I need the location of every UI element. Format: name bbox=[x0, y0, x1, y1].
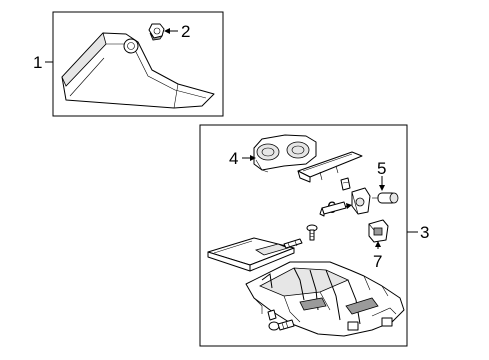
callout-5: 5 bbox=[377, 159, 386, 178]
callout-1: 1 bbox=[33, 53, 42, 72]
trim-strip[interactable] bbox=[297, 151, 363, 183]
retainer-clip[interactable] bbox=[340, 177, 351, 191]
latch[interactable] bbox=[319, 201, 347, 217]
connector[interactable] bbox=[368, 219, 389, 243]
leader-4 bbox=[242, 155, 256, 161]
bolt[interactable] bbox=[268, 319, 295, 331]
push-pin[interactable] bbox=[267, 309, 277, 321]
leader-2 bbox=[164, 28, 178, 34]
screw[interactable] bbox=[306, 224, 318, 241]
leader-7 bbox=[375, 241, 381, 249]
callout-2: 2 bbox=[181, 22, 190, 41]
knob[interactable] bbox=[372, 192, 399, 204]
upper-group-box bbox=[52, 11, 224, 117]
callout-4: 4 bbox=[229, 149, 238, 168]
leader-5 bbox=[379, 176, 385, 191]
bracket[interactable] bbox=[351, 187, 371, 215]
trim-clip[interactable] bbox=[283, 238, 303, 249]
storage-bin-cover[interactable] bbox=[207, 237, 295, 272]
callout-7: 7 bbox=[373, 252, 382, 271]
console-group-box bbox=[199, 124, 408, 347]
trim-panel[interactable] bbox=[61, 32, 215, 109]
clip[interactable] bbox=[148, 23, 165, 41]
callout-3: 3 bbox=[420, 223, 429, 242]
cup-holder[interactable] bbox=[253, 134, 317, 173]
console-base[interactable] bbox=[245, 261, 405, 337]
